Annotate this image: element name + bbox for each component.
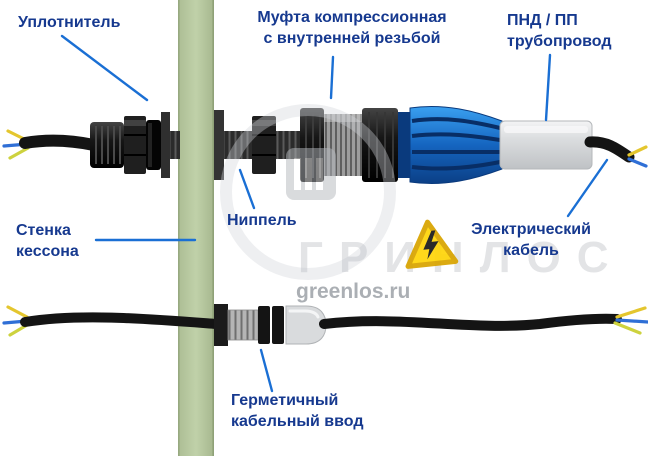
flange-right xyxy=(214,110,224,180)
nipple-label: Ниппель xyxy=(227,212,297,229)
watermark-logo xyxy=(286,148,336,200)
watermark-circle xyxy=(220,104,396,280)
cable-bottom-left xyxy=(20,312,221,329)
hex-nut-left xyxy=(124,116,146,174)
blue-fitting xyxy=(398,105,503,185)
leader-coupling xyxy=(329,55,335,100)
nipple-thread xyxy=(224,131,252,159)
wire-ends-top-right xyxy=(627,145,648,168)
wall-label: Стенка кессона xyxy=(16,222,79,261)
leader-nipple xyxy=(238,168,256,210)
bottom-assembly xyxy=(2,304,648,346)
seal-label: Уплотнитель xyxy=(18,14,121,31)
leader-seal xyxy=(60,34,149,102)
watermark-url: greenlos.ru xyxy=(296,280,410,303)
cable-top-left xyxy=(19,134,100,151)
hex-nut-right xyxy=(252,116,276,174)
hdpe-pipe xyxy=(499,120,593,170)
gland-label: Герметичный кабельный ввод xyxy=(231,392,364,431)
caisson-wall xyxy=(178,0,214,456)
electric-warning-icon xyxy=(405,219,459,269)
leader-gland xyxy=(259,348,274,393)
top-assembly xyxy=(2,105,648,185)
seal-ring xyxy=(146,120,161,170)
washer-left xyxy=(161,112,170,178)
compression-coupling xyxy=(300,108,398,182)
gland-body xyxy=(90,122,124,168)
cable-label: Электрический кабель xyxy=(471,221,591,260)
leader-cable xyxy=(566,158,609,218)
cable-bottom-right xyxy=(319,313,622,331)
cable-top-right xyxy=(584,136,635,163)
leader-lines xyxy=(60,34,609,393)
wire-ends-bottom-right xyxy=(613,306,648,335)
cable-gland xyxy=(214,304,327,346)
pipe-label: ПНД / ПП трубопровод xyxy=(507,12,612,51)
coupling-label: Муфта компрессионная с внутренней резьбо… xyxy=(257,9,447,48)
leader-pipe xyxy=(544,53,552,122)
thread-left xyxy=(170,131,180,159)
